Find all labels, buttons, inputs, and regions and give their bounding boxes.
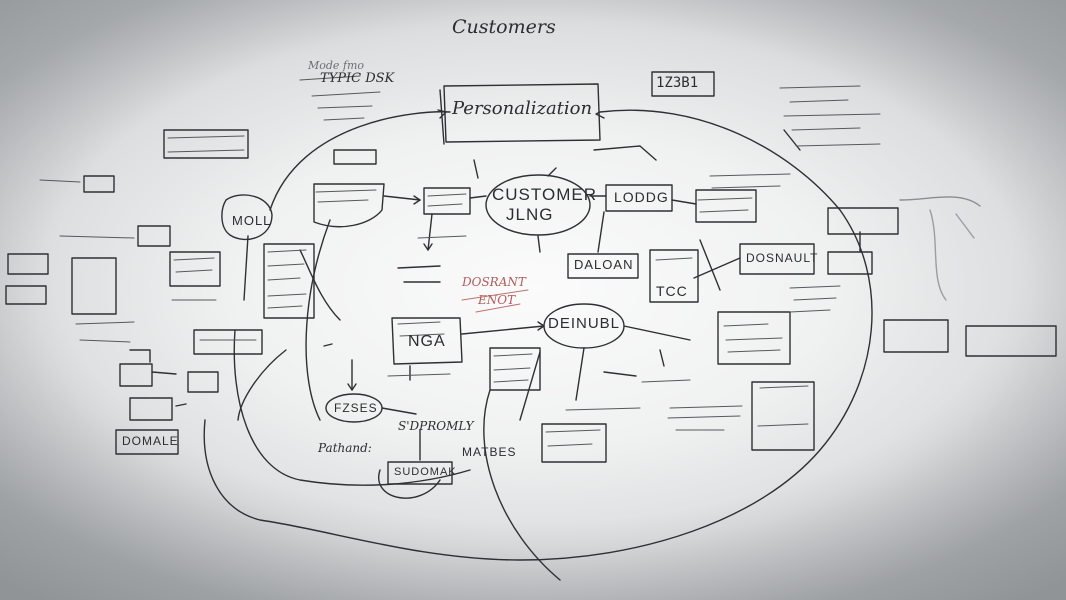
label-dossalt: DOSNAULT (746, 251, 819, 265)
label-customer-sub: JLNG (506, 205, 554, 224)
note-mode: Mode fmo (308, 59, 365, 72)
label-spromly: S'DPROMLY (398, 419, 474, 433)
red-note-line2: ENOT (478, 293, 516, 307)
label-nga: NGA (408, 333, 446, 350)
label-pathand: Pathand: (318, 441, 372, 455)
label-fzses: FZSES (334, 401, 378, 415)
label-dennal: DEINUBL (548, 315, 621, 332)
label-lodg: LODDG (614, 189, 669, 205)
label-personalization: Personalization (452, 98, 593, 119)
label-id-box: 1Z3B1 (656, 75, 699, 91)
label-customer: CUSTOMER (492, 185, 597, 204)
label-domale: DOMALE (122, 434, 179, 448)
note-tool-dsk: TYPIC DSK (320, 71, 395, 86)
label-mall: MOLL (232, 213, 272, 228)
label-tcc: TCC (656, 283, 688, 299)
label-dalon: DALOAN (574, 257, 634, 272)
label-matbes: MATBES (462, 445, 517, 459)
label-sudomak: SUDOMAK (394, 466, 457, 478)
red-note-line1: DOSRANT (462, 275, 526, 289)
title-customers: Customers (452, 16, 556, 38)
